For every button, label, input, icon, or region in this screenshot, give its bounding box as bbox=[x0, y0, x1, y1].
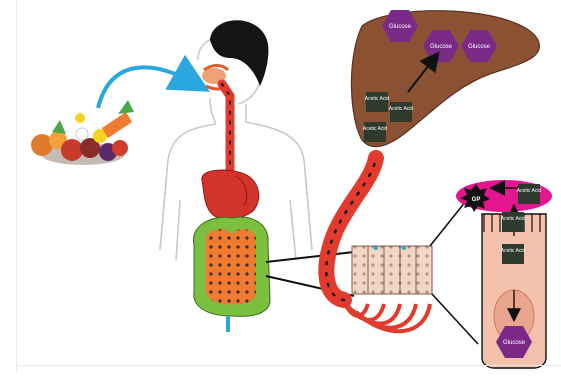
svg-text:Acetic Acid: Acetic Acid bbox=[389, 106, 414, 112]
svg-text:Acetic Acid: Acetic Acid bbox=[501, 248, 526, 254]
svg-text:Acetic Acid: Acetic Acid bbox=[363, 126, 388, 132]
food-pile-illustration bbox=[31, 100, 134, 165]
intestines bbox=[194, 217, 270, 332]
ingestion-arrow bbox=[98, 67, 196, 108]
acetic-acid-box-1: Acetic Acid bbox=[365, 92, 390, 112]
enzyme-ellipse: GP Acetic Acid bbox=[456, 180, 552, 212]
svg-text:GP: GP bbox=[472, 197, 481, 203]
acetic-acid-box-2: Acetic Acid bbox=[389, 102, 414, 122]
acetic-acid-box-3: Acetic Acid bbox=[363, 122, 388, 142]
svg-text:Glucose: Glucose bbox=[468, 44, 491, 50]
acetic-acid-box-cell-1: Acetic Acid bbox=[501, 212, 526, 232]
connector-line-upper bbox=[266, 252, 354, 262]
frame-bottom-edge bbox=[16, 365, 561, 366]
capillary-branches bbox=[344, 302, 430, 331]
stomach bbox=[202, 170, 259, 219]
frame-left-edge bbox=[16, 0, 17, 372]
callout-line-bottom bbox=[432, 294, 478, 344]
svg-text:Acetic Acid: Acetic Acid bbox=[517, 188, 542, 194]
svg-text:Glucose: Glucose bbox=[389, 24, 412, 30]
esophagus bbox=[222, 84, 230, 178]
svg-text:Glucose: Glucose bbox=[503, 340, 526, 346]
svg-text:Acetic Acid: Acetic Acid bbox=[501, 216, 526, 222]
villi-tissue bbox=[352, 246, 432, 294]
svg-text:Acetic Acid: Acetic Acid bbox=[365, 96, 390, 102]
svg-text:Glucose: Glucose bbox=[430, 44, 453, 50]
acetic-acid-box-cell-2: Acetic Acid bbox=[501, 244, 526, 264]
